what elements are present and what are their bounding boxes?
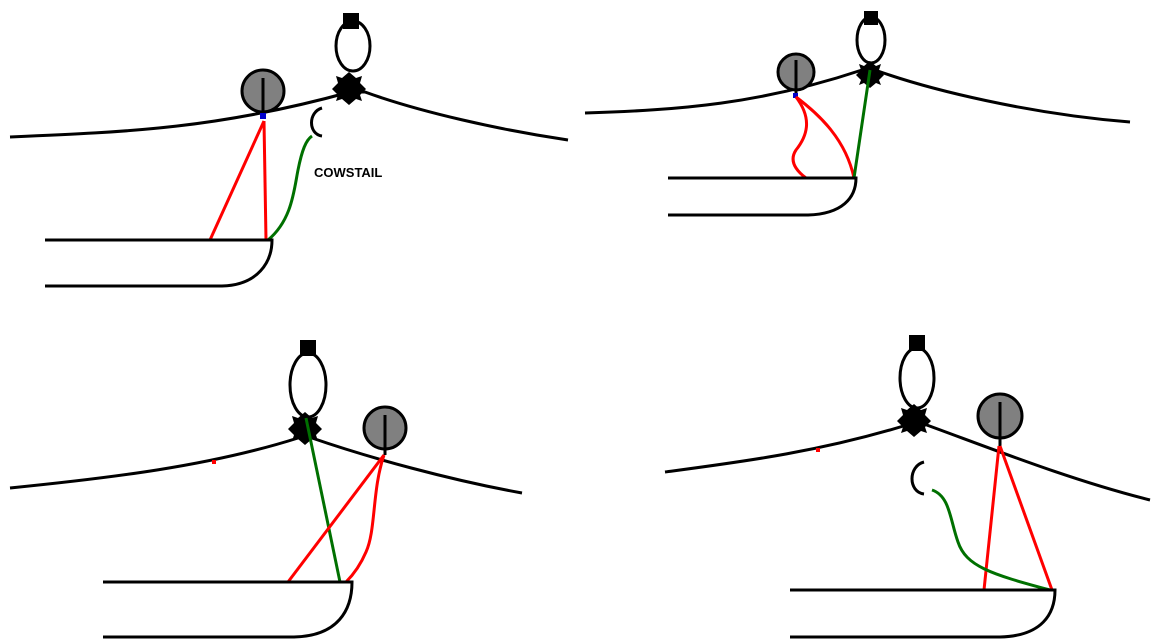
lanyard-right <box>998 445 1054 591</box>
anchor-ring <box>288 340 328 445</box>
rope-line <box>9 436 523 495</box>
knot <box>332 72 366 105</box>
lanyard-left <box>208 120 266 241</box>
cowstail-label: COWSTAIL <box>314 165 382 180</box>
lanyard-left <box>982 445 1001 591</box>
platform-edge <box>103 580 354 639</box>
knot <box>288 412 322 445</box>
pulley-connector <box>793 93 798 98</box>
cowstail-line <box>267 134 313 242</box>
platform-edge <box>45 238 274 288</box>
anchor-block <box>300 340 316 356</box>
panel-top-left: COWSTAIL <box>9 13 569 288</box>
cowstail-line <box>852 69 872 179</box>
panel-bottom-right <box>664 335 1151 639</box>
platform-edge <box>790 588 1057 639</box>
platform-edge <box>668 176 858 217</box>
lanyard-diagonal <box>286 454 386 583</box>
rope-mark <box>816 448 820 452</box>
carabiner-loop <box>288 351 328 419</box>
lanyard-vertical <box>262 120 268 241</box>
cowstail-line <box>931 488 1051 592</box>
cowstail-hook <box>910 460 925 496</box>
rope-mark <box>212 460 216 464</box>
anchor-ring <box>332 13 372 105</box>
knot <box>897 404 931 437</box>
lanyard-loose <box>791 96 808 180</box>
anchor-block <box>909 335 925 351</box>
lanyard-curved <box>344 454 386 584</box>
pulley-connector <box>260 113 266 119</box>
rope-line <box>584 68 1131 124</box>
cowstail-hook <box>310 106 323 138</box>
carabiner-loop <box>334 19 372 73</box>
panel-top-right <box>584 11 1131 217</box>
lanyard-taut <box>795 95 856 179</box>
cowstail-line <box>304 417 342 583</box>
carabiner-loop <box>898 346 936 410</box>
anchor-ring <box>897 335 936 437</box>
panel-bottom-left <box>9 340 523 639</box>
rope-line <box>664 422 1151 502</box>
rope-line <box>9 90 569 142</box>
